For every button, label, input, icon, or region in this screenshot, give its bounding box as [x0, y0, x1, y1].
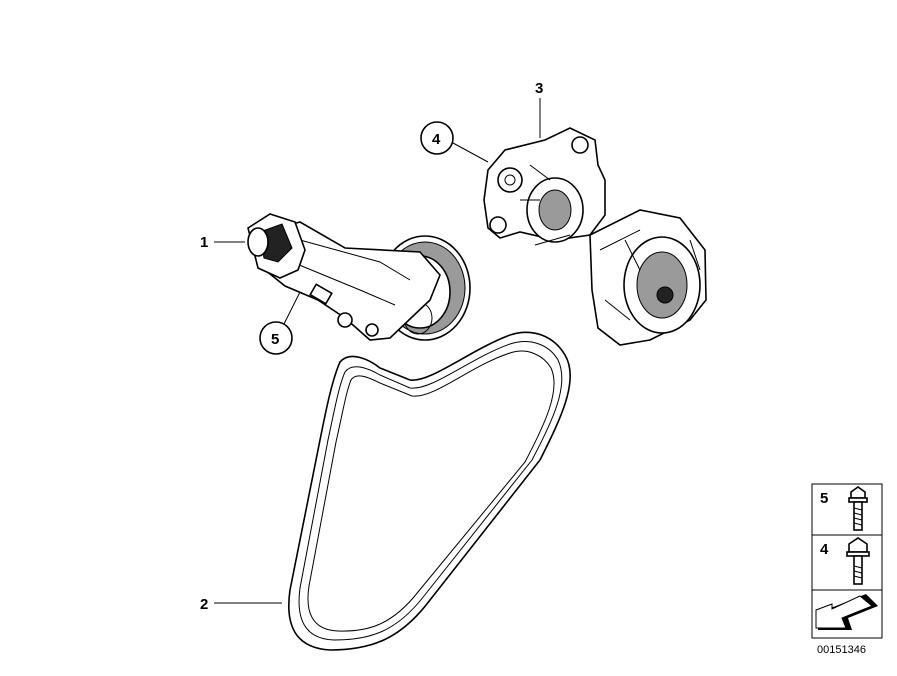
callout-1: 1	[200, 234, 245, 251]
callout-3: 3	[535, 80, 543, 138]
belt-tensioner	[247, 213, 471, 341]
callout-2: 2	[200, 596, 282, 613]
diagram-number: 00151346	[817, 644, 866, 656]
callout-1-label: 1	[200, 234, 208, 251]
bracket	[483, 127, 606, 246]
legend-row-5-label: 5	[820, 490, 828, 507]
fastener-legend: 5 4	[811, 483, 883, 639]
callout-4-label: 4	[432, 131, 441, 148]
callout-3-label: 3	[535, 80, 543, 97]
flange-bolt-icon	[846, 537, 870, 585]
callout-4-circle	[420, 121, 454, 155]
legend-row-4-label: 4	[820, 541, 829, 558]
callout-5: 5	[259, 291, 301, 355]
orientation-arrow-icon	[815, 594, 878, 630]
drive-belt	[288, 331, 571, 651]
viscous-coupling	[589, 209, 707, 346]
flange-bolt-short-icon	[848, 486, 868, 531]
callout-5-label: 5	[271, 331, 279, 348]
callout-4: 4	[420, 121, 489, 163]
callout-2-label: 2	[200, 596, 208, 613]
callout-5-circle	[259, 321, 293, 355]
